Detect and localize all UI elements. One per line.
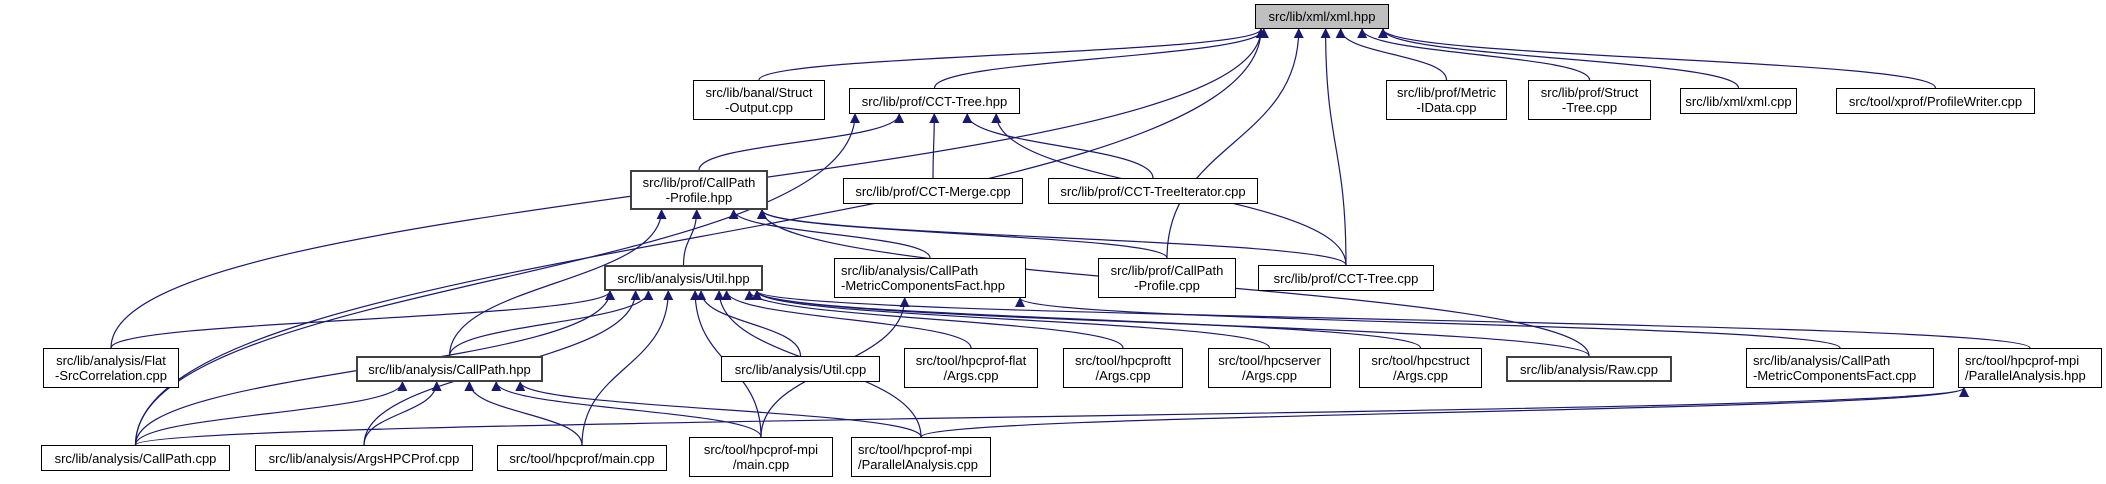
edge-hpcprof_main-to-util_hpp [581, 290, 674, 446]
node-hpcprof-main[interactable]: src/tool/hpcprof/main.cpp [497, 445, 667, 471]
edge-cct_treeiterator-to-cct_tree_hpp [962, 113, 1154, 179]
node-struct-tree[interactable]: src/lib/prof/Struct -Tree.cpp [1528, 80, 1651, 120]
edge-cct_tree_hpp-to-xml_hpp [933, 28, 1269, 89]
edge-callpath_profile_cpp-to-xml_hpp [1166, 28, 1304, 259]
node-callpath-profile-hpp[interactable]: src/lib/prof/CallPath -Profile.hpp [630, 170, 768, 210]
node-parallelanalysis-hpp[interactable]: src/tool/hpcprof-mpi /ParallelAnalysis.h… [1958, 348, 2102, 388]
node-mpi-main[interactable]: src/tool/hpcprof-mpi /main.cpp [689, 437, 833, 477]
edge-struct_tree-to-xml_hpp [1357, 28, 1591, 81]
edge-argshpcprof-to-callpath_hpp [363, 381, 442, 446]
node-raw-cpp[interactable]: src/lib/analysis/Raw.cpp [1506, 356, 1672, 382]
edge-cct_merge-to-cct_tree_hpp [929, 113, 940, 179]
edge-hpcproftt_args-to-util_hpp [744, 290, 1124, 349]
edge-callpath_cpp-to-xml_hpp [134, 28, 1266, 446]
node-metric-idata[interactable]: src/lib/prof/Metric -IData.cpp [1386, 80, 1507, 120]
edge-callpath_hpp-to-callpath_profile_hpp [448, 209, 667, 357]
edge-mpi_main-to-callpath_hpp [491, 381, 762, 438]
node-cct-treeiterator[interactable]: src/lib/prof/CCT-TreeIterator.cpp [1048, 178, 1258, 204]
node-xml-cpp[interactable]: src/lib/xml/xml.cpp [1680, 88, 1797, 114]
edge-cct_tree_cpp-to-xml_hpp [1320, 28, 1347, 266]
node-callpath-hpp[interactable]: src/lib/analysis/CallPath.hpp [356, 356, 543, 382]
edge-hpcserver_args-to-util_hpp [752, 290, 1271, 349]
node-mcf-cpp[interactable]: src/lib/analysis/CallPath -MetricCompone… [1746, 348, 1934, 388]
node-hpcprof-flat-args[interactable]: src/tool/hpcprof-flat /Args.cpp [904, 348, 1038, 388]
node-argshpcprof[interactable]: src/lib/analysis/ArgsHPCProf.cpp [255, 445, 473, 471]
node-cct-tree-cpp[interactable]: src/lib/prof/CCT-Tree.cpp [1258, 265, 1434, 291]
edge-util_cpp-to-util_hpp [696, 290, 802, 357]
node-flat-srccorrelation[interactable]: src/lib/analysis/Flat -SrcCorrelation.cp… [43, 348, 179, 388]
node-hpcstruct-args[interactable]: src/tool/hpcstruct /Args.cpp [1359, 348, 1482, 388]
edge-callpath_cpp-to-pa_hpp [134, 387, 1969, 446]
node-util-cpp[interactable]: src/lib/analysis/Util.cpp [721, 356, 880, 382]
edge-struct_output-to-xml_hpp [758, 28, 1266, 81]
node-mcf-hpp[interactable]: src/lib/analysis/CallPath -MetricCompone… [834, 258, 1026, 298]
edge-callpath_hpp-to-util_hpp [448, 290, 654, 357]
edge-mcf_cpp-to-mcf_hpp [1015, 297, 1841, 349]
edge-mpi_pa_cpp-to-pa_hpp [920, 387, 1969, 438]
node-mpi-parallelanalysis-cpp[interactable]: src/tool/hpcprof-mpi /ParallelAnalysis.c… [851, 437, 991, 477]
edge-callpath_cpp-to-callpath_hpp [134, 381, 408, 446]
edge-pa_hpp-to-util_hpp [752, 290, 2031, 349]
edge-hpcprof_main-to-callpath_hpp [464, 381, 583, 446]
node-cct-tree-hpp[interactable]: src/lib/prof/CCT-Tree.hpp [849, 88, 1020, 114]
node-struct-output[interactable]: src/lib/banal/Struct -Output.cpp [693, 80, 825, 120]
node-callpath-cpp[interactable]: src/lib/analysis/CallPath.cpp [41, 445, 230, 471]
node-callpath-profile-cpp[interactable]: src/lib/prof/CallPath -Profile.cpp [1098, 258, 1236, 298]
edge-raw_cpp-to-util_hpp [752, 290, 1590, 357]
edge-metric_idata-to-xml_hpp [1335, 28, 1448, 81]
node-cct-merge[interactable]: src/lib/prof/CCT-Merge.cpp [843, 178, 1023, 204]
node-xml-hpp: src/lib/xml/xml.hpp [1255, 4, 1389, 29]
edge-profilewriter-to-xml_hpp [1378, 28, 1937, 89]
edge-mpi_pa_cpp-to-callpath_hpp [515, 381, 922, 438]
edge-mcf_hpp-to-callpath_profile_hpp [728, 209, 931, 259]
edge-hpcprof_flat_args-to-util_hpp [721, 290, 972, 349]
edge-cct_tree_cpp-to-callpath_profile_hpp [757, 209, 1347, 266]
node-hpcproftt-args[interactable]: src/tool/hpcproftt /Args.cpp [1063, 348, 1183, 388]
edge-callpath_profile_cpp-to-callpath_profile_hpp [757, 209, 1168, 259]
edge-util_hpp-to-callpath_profile_hpp [682, 209, 702, 266]
node-hpcserver-args[interactable]: src/tool/hpcserver /Args.cpp [1208, 348, 1331, 388]
node-util-hpp[interactable]: src/lib/analysis/Util.hpp [604, 265, 763, 291]
edge-xml_cpp-to-xml_hpp [1378, 28, 1740, 89]
edge-callpath_profile_hpp-to-cct_tree_hpp [698, 113, 905, 171]
node-profilewriter[interactable]: src/tool/xprof/ProfileWriter.cpp [1836, 88, 2035, 114]
edge-flat_srccorr-to-util_hpp [110, 290, 615, 349]
